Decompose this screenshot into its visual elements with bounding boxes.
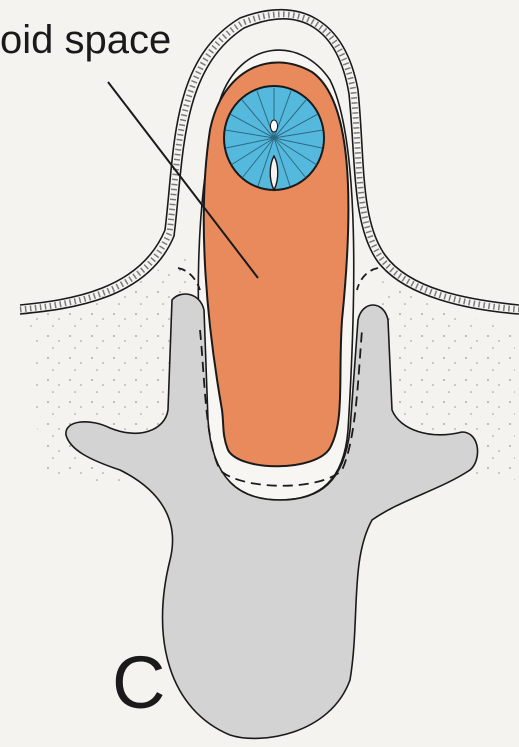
subarachnoid-space-label: oid space (0, 18, 171, 63)
panel-letter: C (112, 640, 165, 725)
dura-dashed-right-arc (357, 268, 378, 290)
neural-tube (224, 86, 324, 190)
